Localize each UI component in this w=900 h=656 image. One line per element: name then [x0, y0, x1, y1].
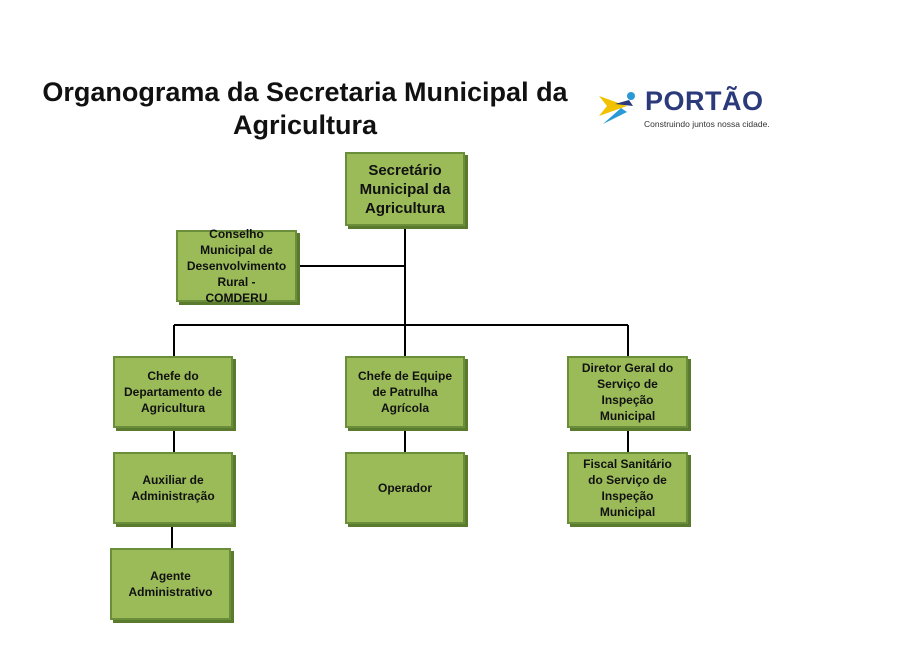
page-title: Organograma da Secretaria Municipal da A… — [42, 77, 568, 140]
node-fiscal: Fiscal Sanitário do Serviço de Inspeção … — [567, 452, 688, 524]
portao-logo: PORTÃO Construindo juntos nossa cidade. — [597, 86, 777, 132]
logo-name: PORTÃO — [645, 86, 764, 116]
node-diretor-geral: Diretor Geral do Serviço de Inspeção Mun… — [567, 356, 688, 428]
node-chefe-departamento: Chefe do Departamento de Agricultura — [113, 356, 233, 428]
node-secretario: Secretário Municipal da Agricultura — [345, 152, 465, 226]
node-operador: Operador — [345, 452, 465, 524]
node-chefe-equipe: Chefe de Equipe de Patrulha Agrícola — [345, 356, 465, 428]
node-comderu: Conselho Municipal de Desenvolvimento Ru… — [176, 227, 297, 305]
person-arrow-icon — [599, 92, 635, 124]
node-agente: Agente Administrativo — [110, 548, 231, 620]
logo-tagline: Construindo juntos nossa cidade. — [644, 119, 770, 129]
node-auxiliar: Auxiliar de Administração — [113, 452, 233, 524]
